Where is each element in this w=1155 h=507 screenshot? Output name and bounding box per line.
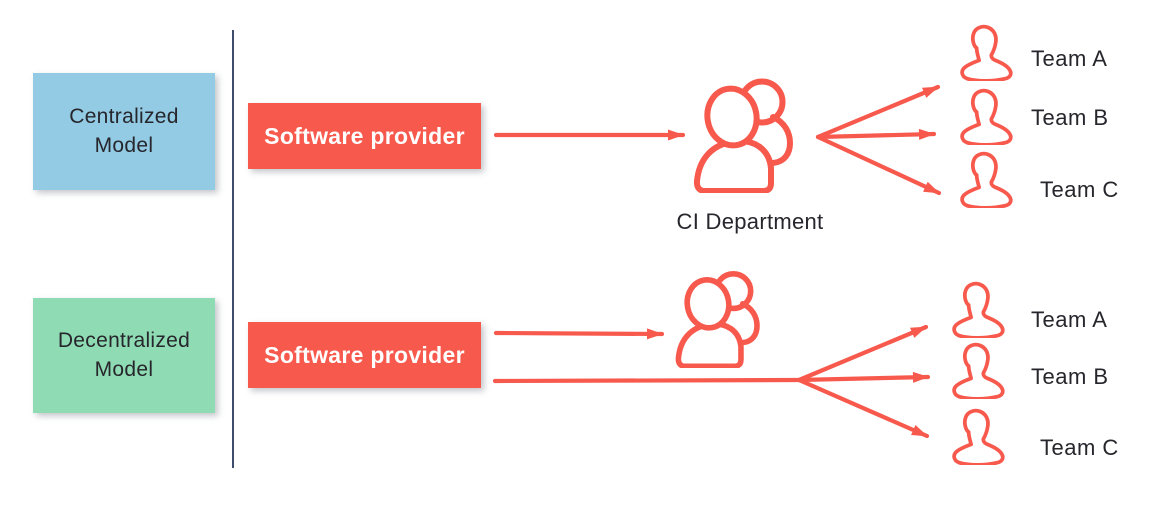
arrow-provider-to-group bbox=[493, 328, 665, 340]
people-group-icon bbox=[693, 78, 793, 193]
line-provider-to-fanpoint bbox=[492, 377, 802, 384]
person-bust-icon bbox=[960, 151, 1013, 208]
arrow-fan-to-team-a bbox=[796, 324, 929, 383]
divider-line bbox=[232, 30, 234, 468]
team-c-label: Team C bbox=[1040, 177, 1119, 202]
person-bust-icon bbox=[960, 88, 1013, 145]
arrow-fan-to-team-b bbox=[796, 371, 931, 383]
decentralized-model-label: Decentralized Model bbox=[57, 329, 191, 381]
person-bust-icon bbox=[952, 342, 1005, 399]
arrow-fan-to-team-c bbox=[796, 377, 930, 439]
arrow-ci-to-team-b bbox=[815, 128, 937, 140]
people-group-icon bbox=[675, 271, 760, 368]
software-provider-box-decentralized: Software provider bbox=[248, 322, 481, 388]
decentralized-model-box: Decentralized Model bbox=[33, 298, 215, 413]
team-b-label: Team B bbox=[1031, 105, 1109, 130]
software-provider-label: Software provider bbox=[264, 341, 465, 368]
centralized-model-box: Centralized Model bbox=[33, 73, 215, 190]
arrow-ci-to-team-c bbox=[815, 134, 942, 196]
software-provider-label: Software provider bbox=[264, 122, 465, 149]
person-bust-icon bbox=[952, 408, 1005, 465]
ci-department-label: CI Department bbox=[676, 209, 824, 234]
person-bust-icon bbox=[952, 281, 1005, 338]
arrow-ci-to-team-a bbox=[815, 84, 941, 140]
software-provider-box-centralized: Software provider bbox=[248, 103, 481, 169]
team-c-label: Team C bbox=[1040, 435, 1119, 460]
team-a-label: Team A bbox=[1031, 307, 1108, 332]
team-b-label: Team B bbox=[1031, 364, 1109, 389]
centralized-model-label: Centralized Model bbox=[69, 105, 179, 157]
person-bust-icon bbox=[960, 24, 1013, 81]
team-a-label: Team A bbox=[1031, 46, 1108, 71]
